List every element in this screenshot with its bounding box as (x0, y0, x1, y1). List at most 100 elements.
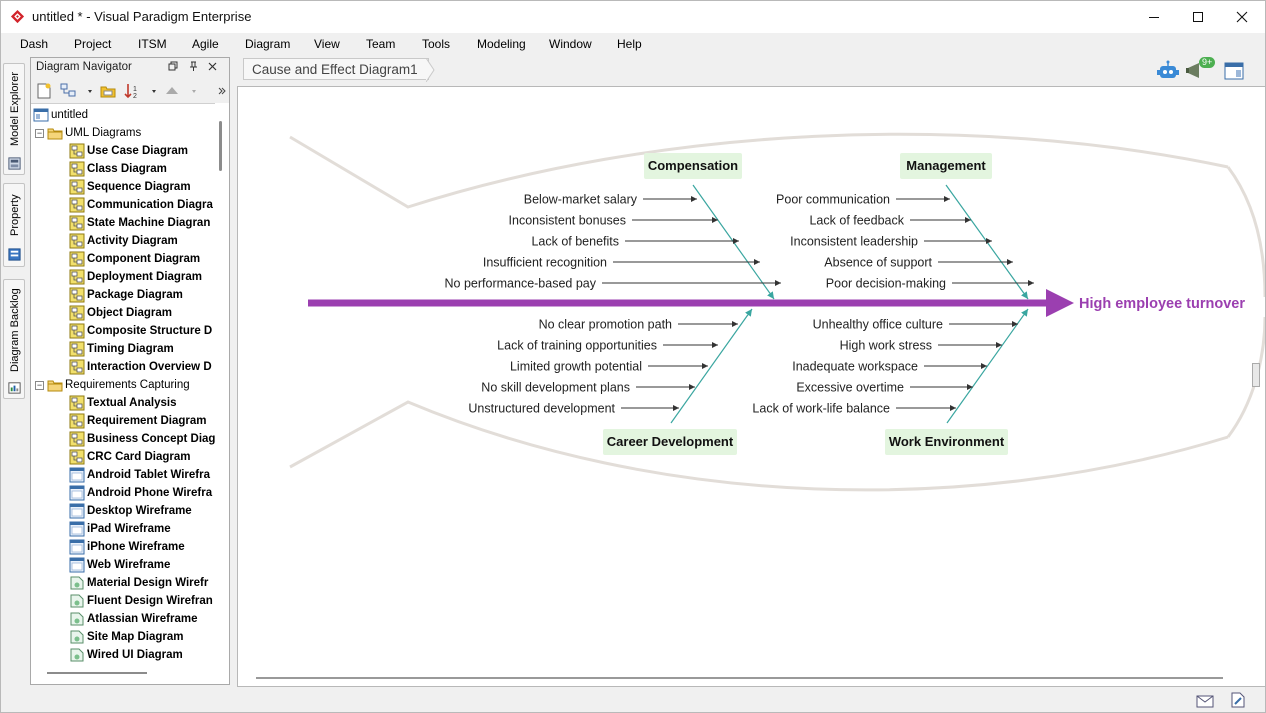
menu-help[interactable]: Help (617, 37, 642, 51)
tree-item[interactable]: Use Case Diagram (69, 142, 188, 160)
collapse-toggle-icon[interactable]: − (35, 127, 44, 138)
tree-item[interactable]: Web Wireframe (69, 556, 170, 574)
cause-label[interactable]: Poor communication (776, 193, 890, 207)
tree-item[interactable]: iPad Wireframe (69, 520, 171, 538)
dropdown-arrow-icon[interactable] (79, 82, 97, 100)
collapse-toggle-icon[interactable]: − (35, 379, 44, 390)
category-label[interactable]: Work Environment (889, 434, 1005, 449)
cause-label[interactable]: Inconsistent leadership (790, 235, 918, 249)
tree-item[interactable]: Sequence Diagram (69, 178, 191, 196)
tree-root[interactable]: untitled (33, 106, 88, 124)
scrollbar-thumb[interactable] (47, 672, 147, 674)
tab-diagram-backlog[interactable]: Diagram Backlog (3, 279, 25, 399)
tree-item[interactable]: Interaction Overview D (69, 358, 212, 376)
cause-label[interactable]: Unhealthy office culture (813, 318, 943, 332)
menu-project[interactable]: Project (74, 37, 112, 51)
category-label[interactable]: Compensation (648, 158, 738, 173)
cause-label[interactable]: Excessive overtime (796, 381, 904, 395)
category-bone[interactable] (670, 308, 753, 424)
tree-item[interactable]: Android Tablet Wirefra (69, 466, 210, 484)
category-box[interactable] (644, 153, 742, 179)
cause-label[interactable]: Insufficient recognition (483, 256, 607, 270)
tree-item[interactable]: Package Diagram (69, 286, 183, 304)
menu-window[interactable]: Window (549, 37, 592, 51)
pin-icon[interactable] (188, 61, 199, 72)
tree-item[interactable]: Class Diagram (69, 160, 167, 178)
menu-agile[interactable]: Agile (192, 37, 219, 51)
scrollbar-thumb[interactable] (219, 121, 222, 171)
tree-item[interactable]: Wired UI Diagram (69, 646, 183, 664)
cause-label[interactable]: High work stress (840, 339, 932, 353)
cause-label[interactable]: Lack of work-life balance (752, 402, 890, 416)
tree-item[interactable]: Requirement Diagram (69, 412, 207, 430)
category-box[interactable] (885, 429, 1008, 455)
tab-model-explorer[interactable]: Model Explorer (3, 63, 25, 175)
cause-label[interactable]: Poor decision-making (826, 277, 946, 291)
fishbone-diagram[interactable]: High employee turnover CompensationBelow… (238, 87, 1265, 686)
tree-item[interactable]: Textual Analysis (69, 394, 176, 412)
cause-label[interactable]: Lack of benefits (531, 235, 619, 249)
tree-item[interactable]: Atlassian Wireframe (69, 610, 197, 628)
close-icon[interactable] (207, 61, 218, 72)
tree-item[interactable]: Deployment Diagram (69, 268, 202, 286)
edit-icon[interactable] (1230, 691, 1246, 709)
effect-label[interactable]: High employee turnover (1079, 296, 1245, 312)
tree-item[interactable]: State Machine Diagran (69, 214, 210, 232)
category-label[interactable]: Career Development (607, 434, 734, 449)
cause-label[interactable]: No clear promotion path (539, 318, 672, 332)
tree-item[interactable]: Material Design Wirefr (69, 574, 208, 592)
cause-label[interactable]: Unstructured development (468, 402, 615, 416)
tab-property[interactable]: Property (3, 183, 25, 267)
category-box[interactable] (900, 153, 992, 179)
cause-label[interactable]: Inconsistent bonuses (509, 214, 626, 228)
tree-horizontal-scrollbar[interactable] (31, 664, 229, 684)
more-icon[interactable] (217, 82, 227, 100)
tree-item[interactable]: Site Map Diagram (69, 628, 184, 646)
category-bone[interactable] (692, 184, 775, 300)
menu-view[interactable]: View (314, 37, 340, 51)
category-bone[interactable] (946, 308, 1029, 424)
maximize-button[interactable] (1175, 1, 1221, 33)
tree-item[interactable]: Android Phone Wirefra (69, 484, 212, 502)
dropdown-arrow-icon[interactable] (143, 82, 161, 100)
close-button[interactable] (1219, 1, 1265, 33)
panel-icon[interactable] (1223, 60, 1245, 82)
tree-item[interactable]: Composite Structure D (69, 322, 212, 340)
dropdown-arrow-icon[interactable] (183, 82, 201, 100)
cause-label[interactable]: No performance-based pay (445, 277, 597, 291)
cause-label[interactable]: Below-market salary (524, 193, 638, 207)
tree-group[interactable]: −Requirements Capturing (35, 376, 190, 394)
category-label[interactable]: Management (906, 158, 986, 173)
menu-modeling[interactable]: Modeling (477, 37, 526, 51)
tree-item[interactable]: Object Diagram (69, 304, 172, 322)
new-diagram-icon[interactable] (35, 82, 53, 100)
tree-item[interactable]: Activity Diagram (69, 232, 178, 250)
sort-icon[interactable]: 12 (123, 82, 141, 100)
tree-item[interactable]: Component Diagram (69, 250, 200, 268)
cause-label[interactable]: Lack of feedback (809, 214, 904, 228)
restore-icon[interactable] (168, 61, 179, 72)
diagram-breadcrumb[interactable]: Cause and Effect Diagram1 (243, 58, 429, 80)
category-box[interactable] (603, 429, 737, 455)
tree-item[interactable]: Communication Diagra (69, 196, 213, 214)
menu-dash[interactable]: Dash (20, 37, 49, 51)
tree-item[interactable]: Fluent Design Wirefran (69, 592, 213, 610)
cause-label[interactable]: Absence of support (824, 256, 932, 270)
megaphone-icon[interactable] (1185, 57, 1215, 83)
canvas-horizontal-scrollbar-thumb[interactable] (256, 677, 1223, 679)
cause-label[interactable]: Limited growth potential (510, 360, 642, 374)
tree-group[interactable]: −UML Diagrams (35, 124, 141, 142)
category-bone[interactable] (945, 184, 1029, 300)
cause-label[interactable]: No skill development plans (481, 381, 630, 395)
open-folder-icon[interactable] (99, 82, 117, 100)
menu-diagram[interactable]: Diagram (245, 37, 291, 51)
diagram-layout-icon[interactable] (59, 82, 77, 100)
cause-label[interactable]: Inadequate workspace (792, 360, 918, 374)
menu-tools[interactable]: Tools (422, 37, 451, 51)
menu-itsm[interactable]: ITSM (138, 37, 167, 51)
canvas-vertical-scrollbar-thumb[interactable] (1252, 363, 1260, 387)
robot-icon[interactable] (1155, 58, 1181, 84)
tree-item[interactable]: CRC Card Diagram (69, 448, 191, 466)
collapse-up-icon[interactable] (163, 82, 181, 100)
